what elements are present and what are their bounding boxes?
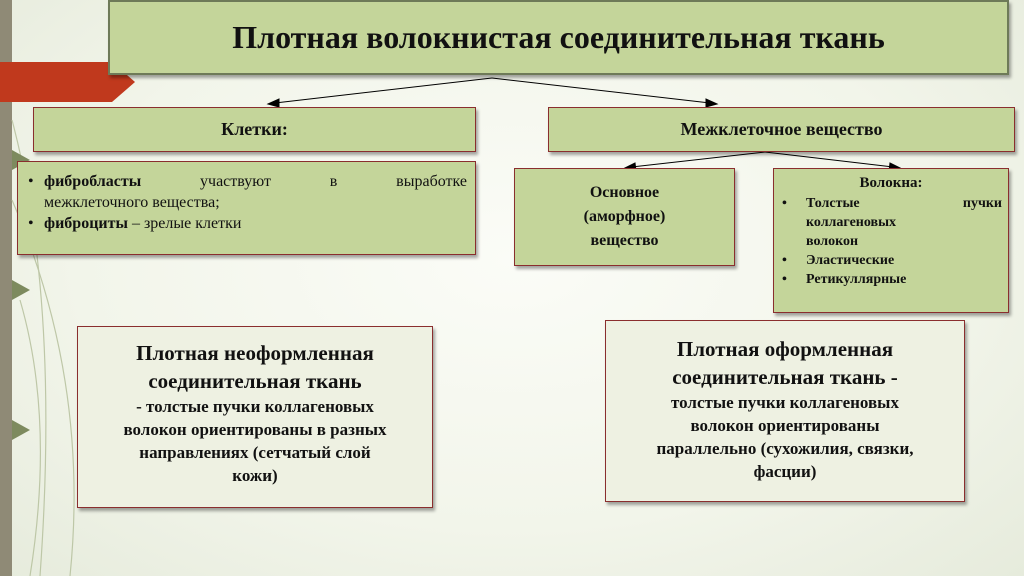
regular-title-line: соединительная ткань -	[672, 365, 898, 389]
list-item: Толстые пучки коллагеновых волокон	[782, 194, 1002, 251]
irregular-desc-line: кожи)	[232, 466, 278, 485]
fibers-title: Волокна:	[859, 175, 923, 191]
ground-substance-line: Основное	[589, 184, 660, 201]
word: пучки	[962, 196, 1002, 211]
regular-title-line: Плотная оформленная	[676, 337, 894, 361]
regular-desc-line: параллельно (сухожилия, связки,	[656, 439, 914, 458]
regular-desc-line: фасции)	[753, 462, 817, 481]
cells-list-box: фибробласты участвуют в выработке межкле…	[17, 161, 476, 255]
list-item-line: волокон	[806, 234, 859, 249]
ground-substance-line: вещество	[590, 232, 659, 249]
left-accent-bar	[0, 0, 12, 576]
cells-header: Клетки:	[33, 107, 476, 152]
fibrocytes-description: – зрелые клетки	[127, 215, 242, 232]
word: выработке	[396, 173, 467, 190]
list-item: Ретикуллярные	[782, 270, 1002, 289]
irregular-desc-line: - толстые пучки коллагеновых	[136, 397, 374, 416]
word: Толстые	[806, 196, 860, 211]
regular-tissue-box: Плотная оформленная соединительная ткань…	[605, 320, 965, 502]
list-item: фибробласты участвуют в выработке межкле…	[28, 171, 467, 213]
red-accent-tab	[0, 62, 135, 102]
page-title: Плотная волокнистая соединительная ткань	[108, 0, 1009, 75]
fibroblasts-term: фибробласты	[44, 173, 142, 190]
irregular-desc-line: волокон ориентированы в разных	[123, 420, 387, 439]
regular-desc-line: волокон ориентированы	[690, 416, 880, 435]
ground-substance-line: (аморфное)	[583, 208, 666, 225]
matrix-header: Межклеточное вещество	[548, 107, 1015, 152]
fibers-box: Волокна: Толстые пучки коллагеновых воло…	[773, 168, 1009, 313]
ground-substance-box: Основное (аморфное) вещество	[514, 168, 735, 266]
word: в	[329, 173, 338, 190]
irregular-title-line: соединительная ткань	[148, 369, 362, 393]
fibroblasts-description: межклеточного вещества;	[44, 194, 220, 211]
irregular-desc-line: направлениях (сетчатый слой	[139, 443, 371, 462]
word: участвуют	[200, 173, 271, 190]
fibrocytes-term: фиброциты	[44, 215, 128, 232]
list-item: Эластические	[782, 251, 1002, 270]
regular-desc-line: толстые пучки коллагеновых	[671, 393, 899, 412]
fibers-list: Толстые пучки коллагеновых волокон Эласт…	[774, 192, 1008, 289]
irregular-title-line: Плотная неоформленная	[136, 341, 374, 365]
list-item: фиброциты – зрелые клетки	[28, 213, 467, 234]
list-item-line: коллагеновых	[806, 215, 897, 230]
cells-list: фибробласты участвуют в выработке межкле…	[18, 162, 475, 234]
irregular-tissue-box: Плотная неоформленная соединительная тка…	[77, 326, 433, 508]
